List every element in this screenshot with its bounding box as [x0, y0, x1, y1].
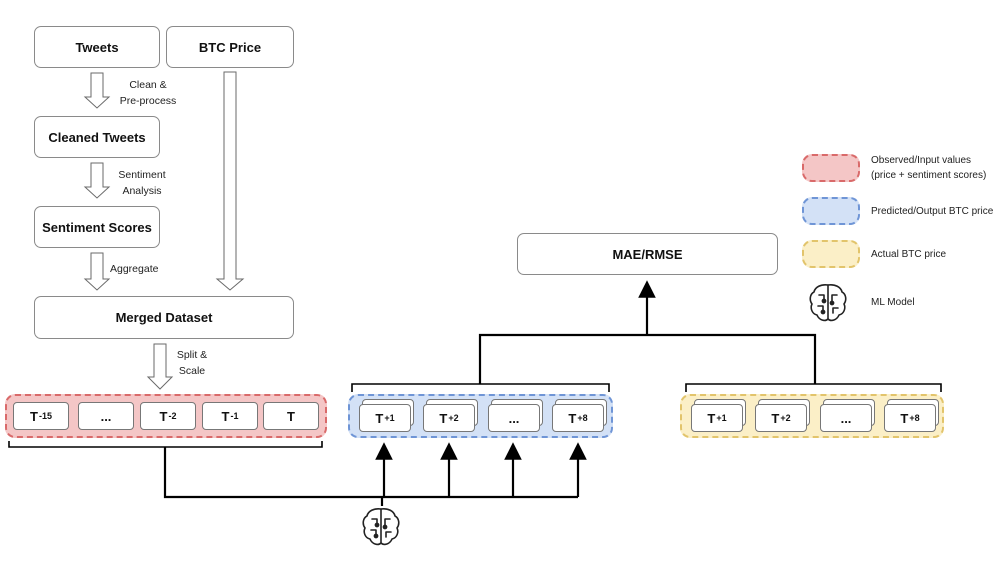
legend-model-line1: ML Model [871, 297, 915, 308]
tweets-label: Tweets [75, 39, 119, 55]
arrow-clean [83, 72, 111, 109]
legend-observed-line1: Observed/Input values [871, 155, 972, 166]
legend-model-label: ML Model [871, 295, 915, 310]
legend-predicted-swatch [802, 197, 860, 225]
tweets-box: Tweets [34, 26, 160, 68]
actual-sequence-group: T+1 T+2 ... T+8 [680, 394, 944, 438]
btc-price-label: BTC Price [198, 39, 262, 55]
legend-observed-line2: (price + sentiment scores) [871, 170, 987, 181]
predicted-cell: ... [488, 404, 540, 432]
evaluation-tree [478, 280, 817, 384]
legend-actual-swatch [802, 240, 860, 268]
step-aggregate-label: Aggregate [110, 261, 158, 277]
step-split-label: Split & Scale [174, 347, 210, 379]
actual-cell: T+1 [691, 404, 743, 432]
merged-dataset-label: Merged Dataset [115, 310, 213, 325]
predicted-cell-sub: +8 [577, 413, 588, 423]
step-sentiment-line2: Analysis [122, 185, 162, 197]
predicted-cell-sub: +2 [448, 413, 459, 423]
step-clean-label: Clean & Pre-process [118, 77, 178, 109]
input-cell-base: T [30, 408, 38, 424]
actual-cell-base: T [707, 410, 716, 426]
predicted-sequence-group: T+1 T+2 ... T+8 [348, 394, 613, 438]
arrow-aggregate [83, 252, 111, 291]
legend-observed-swatch [802, 154, 860, 182]
predicted-cell-base: ... [508, 410, 520, 426]
predicted-cell-base: T [439, 410, 448, 426]
input-cell-sub: -2 [168, 411, 177, 421]
predicted-cell: T+1 [359, 404, 411, 432]
actual-cell: ... [820, 404, 872, 432]
model-feed-lines [163, 442, 587, 506]
btc-price-box: BTC Price [166, 26, 294, 68]
brain-circuit-icon [362, 508, 400, 546]
input-cell-sub: -1 [230, 411, 239, 421]
actual-cell-base: ... [840, 410, 852, 426]
input-cell: T-1 [202, 402, 258, 430]
legend-predicted-line1: Predicted/Output BTC price [871, 206, 994, 217]
predicted-cell-sub: +1 [384, 413, 395, 423]
input-cell-base: T [221, 408, 230, 424]
cleaned-tweets-box: Cleaned Tweets [34, 116, 160, 158]
arrow-btc [215, 71, 245, 291]
legend-observed-label: Observed/Input values (price + sentiment… [871, 153, 986, 183]
input-cell-sub: -15 [38, 411, 52, 421]
input-sequence-group: T-15 ... T-2 T-1 T [5, 394, 327, 438]
actual-cell: T+2 [755, 404, 807, 432]
arrow-sentiment [83, 162, 111, 199]
actual-cell-sub: +8 [909, 413, 920, 423]
brain-circuit-icon [809, 284, 847, 322]
actual-cell-base: T [900, 410, 909, 426]
step-split-line2: Scale [178, 365, 206, 377]
predicted-bracket [351, 383, 610, 392]
step-split-line1: Split & [176, 349, 208, 361]
sentiment-scores-label: Sentiment Scores [42, 219, 152, 235]
actual-cell-sub: +1 [716, 413, 727, 423]
input-cell-base: T [287, 408, 295, 424]
input-cell-base: ... [100, 408, 112, 424]
predicted-cell: T+8 [552, 404, 604, 432]
sentiment-scores-box: Sentiment Scores [34, 206, 160, 248]
merged-dataset-box: Merged Dataset [34, 296, 294, 339]
input-cell-base: T [159, 408, 168, 424]
input-cell: T [263, 402, 319, 430]
predicted-cell-base: T [568, 410, 577, 426]
predicted-cell-base: T [375, 410, 384, 426]
step-sentiment-label: Sentiment Analysis [114, 167, 170, 199]
cleaned-tweets-label: Cleaned Tweets [48, 129, 146, 145]
arrow-split [146, 343, 174, 390]
input-cell: T-2 [140, 402, 196, 430]
legend-actual-label: Actual BTC price [871, 247, 946, 262]
predicted-cell: T+2 [423, 404, 475, 432]
step-aggregate-line1: Aggregate [110, 263, 159, 275]
input-bracket [8, 441, 323, 448]
flow-arrows [83, 71, 245, 390]
actual-cell: T+8 [884, 404, 936, 432]
mae-rmse-box: MAE/RMSE [517, 233, 778, 275]
legend-predicted-label: Predicted/Output BTC price [871, 204, 993, 219]
step-clean-line1: Clean & [129, 79, 167, 91]
actual-cell-base: T [771, 410, 780, 426]
input-cell: ... [78, 402, 134, 430]
step-sentiment-line1: Sentiment [118, 169, 166, 181]
actual-cell-sub: +2 [780, 413, 791, 423]
step-clean-line2: Pre-process [119, 95, 177, 107]
actual-bracket [685, 383, 942, 392]
legend-actual-line1: Actual BTC price [871, 249, 947, 260]
input-cell: T-15 [13, 402, 69, 430]
mae-rmse-label: MAE/RMSE [612, 246, 683, 262]
